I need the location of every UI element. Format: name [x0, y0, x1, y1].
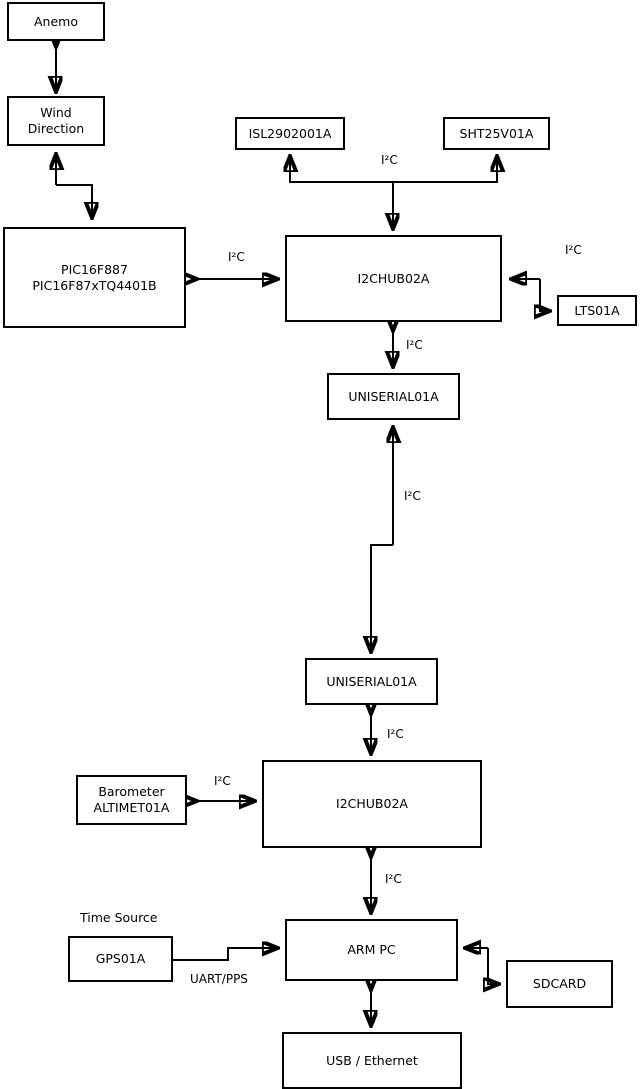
label-time-source: Time Source: [80, 910, 158, 925]
node-uniserial01a-bottom[interactable]: UNISERIAL01A: [305, 658, 438, 705]
node-lts01a[interactable]: LTS01A: [557, 295, 637, 326]
node-anemo[interactable]: Anemo: [7, 2, 105, 41]
node-usb-ethernet[interactable]: USB / Ethernet: [282, 1032, 462, 1089]
wire-winddir-pic-elbow: [56, 184, 92, 217]
node-isl2902001a[interactable]: ISL2902001A: [235, 117, 345, 150]
edge-label-i2c-uniserial-link: I²C: [404, 489, 421, 503]
edge-label-uart-pps: UART/PPS: [190, 972, 248, 986]
edge-label-i2c-sensor-bus: I²C: [381, 153, 398, 167]
wire-bus-sht: [393, 157, 497, 183]
node-i2chub02a-top[interactable]: I2CHUB02A: [285, 235, 502, 322]
node-sht25v01a[interactable]: SHT25V01A: [443, 117, 550, 150]
node-wind-direction[interactable]: Wind Direction: [7, 96, 105, 146]
node-i2chub02a-bottom[interactable]: I2CHUB02A: [262, 760, 482, 848]
edge-label-i2c-uniserial-hub: I²C: [387, 727, 404, 741]
node-arm-pc[interactable]: ARM PC: [285, 919, 458, 981]
wire-bus-isl: [290, 157, 393, 183]
node-gps01a[interactable]: GPS01A: [68, 936, 173, 982]
node-sdcard[interactable]: SDCARD: [506, 960, 613, 1008]
edge-label-i2c-lts: I²C: [565, 243, 582, 257]
wire-hubtop-lts-out: [540, 279, 549, 311]
edge-label-i2c-barometer: I²C: [214, 774, 231, 788]
node-barometer-altimet01a[interactable]: Barometer ALTIMET01A: [76, 775, 187, 825]
edge-label-i2c-pic-hub: I²C: [228, 250, 245, 264]
wire-uniserial-link-elbow: [371, 544, 393, 651]
wire-armpc-sdcard-out: [488, 948, 498, 984]
edge-label-i2c-hub-armpc: I²C: [385, 872, 402, 886]
edge-label-i2c-hub-uniserial: I²C: [406, 338, 423, 352]
node-uniserial01a-top[interactable]: UNISERIAL01A: [327, 373, 460, 420]
node-pic-microcontroller[interactable]: PIC16F887 PIC16F87xTQ4401B: [3, 227, 186, 328]
wire-gps-armpc: [173, 948, 277, 961]
